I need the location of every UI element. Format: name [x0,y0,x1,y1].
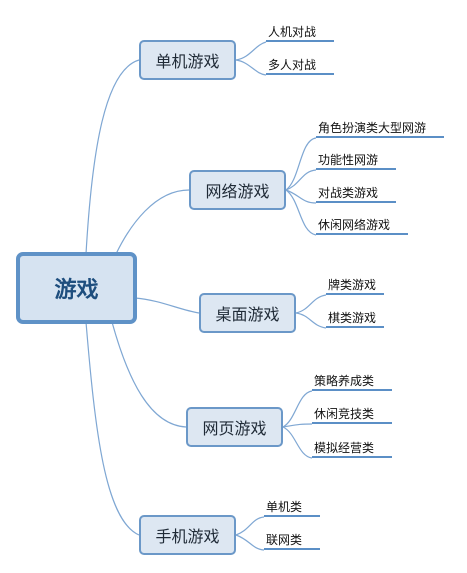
branch-label: 手机游戏 [155,527,220,546]
link-branch-2-leaf-3 [285,189,317,204]
leaf-item[interactable]: 策略养成类 [312,373,392,391]
branch-node-5[interactable]: 手机游戏 [139,515,236,555]
link-branch-5-leaf-2 [235,534,265,551]
link-root-branch-4 [111,321,187,428]
leaf-item[interactable]: 休闲网络游戏 [316,217,408,235]
leaf-label: 休闲竞技类 [314,407,375,421]
link-branch-2-leaf-4 [285,189,317,236]
link-branch-1-leaf-1 [235,41,267,61]
branch-label: 单机游戏 [155,52,220,71]
link-branch-4-leaf-1 [282,390,313,428]
link-branch-3-leaf-1 [295,294,327,314]
leaf-label: 棋类游戏 [328,311,377,325]
link-root-branch-3 [134,297,200,314]
leaf-item[interactable]: 角色扮演类大型网游 [316,120,444,138]
leaf-item[interactable]: 人机对战 [266,24,334,42]
leaf-item[interactable]: 多人对战 [266,57,334,75]
branch-node-2[interactable]: 网络游戏 [189,170,286,210]
branch-node-3[interactable]: 桌面游戏 [199,293,296,333]
link-branch-5-leaf-1 [235,516,265,536]
branch-node-1[interactable]: 单机游戏 [139,40,236,80]
link-branch-2-leaf-1 [285,137,317,191]
leaf-item[interactable]: 联网类 [264,532,320,550]
branch-node-4[interactable]: 网页游戏 [186,407,283,447]
leaf-label: 模拟经营类 [314,441,375,455]
link-branch-3-leaf-2 [295,312,327,329]
leaf-label: 牌类游戏 [328,278,377,292]
branch-label: 网络游戏 [205,182,270,201]
root-label: 游戏 [54,278,99,303]
leaf-item[interactable]: 模拟经营类 [312,440,392,458]
branch-label: 网页游戏 [202,419,267,438]
link-branch-4-leaf-3 [282,426,313,459]
leaf-item[interactable]: 牌类游戏 [326,277,384,295]
leaf-item[interactable]: 棋类游戏 [326,310,384,328]
leaf-label: 联网类 [266,533,303,547]
leaf-label: 功能性网游 [318,153,379,167]
leaf-label: 休闲网络游戏 [318,218,391,232]
root-node[interactable]: 游戏 [16,252,137,324]
leaf-item[interactable]: 功能性网游 [316,152,396,170]
leaf-item[interactable]: 休闲竞技类 [312,406,392,424]
leaf-item[interactable]: 对战类游戏 [316,185,396,203]
link-root-branch-2 [115,189,190,255]
leaf-label: 多人对战 [268,58,317,72]
leaf-label: 人机对战 [268,25,317,39]
link-branch-4-leaf-2 [282,423,313,428]
branch-label: 桌面游戏 [215,305,280,324]
link-branch-1-leaf-2 [235,59,267,76]
leaf-label: 单机类 [266,500,303,514]
leaf-label: 策略养成类 [314,374,375,388]
link-branch-2-leaf-2 [285,169,317,191]
link-root-branch-1 [85,59,140,255]
leaf-label: 角色扮演类大型网游 [318,121,427,135]
link-root-branch-5 [85,321,140,536]
leaf-item[interactable]: 单机类 [264,499,320,517]
leaf-label: 对战类游戏 [318,186,379,200]
